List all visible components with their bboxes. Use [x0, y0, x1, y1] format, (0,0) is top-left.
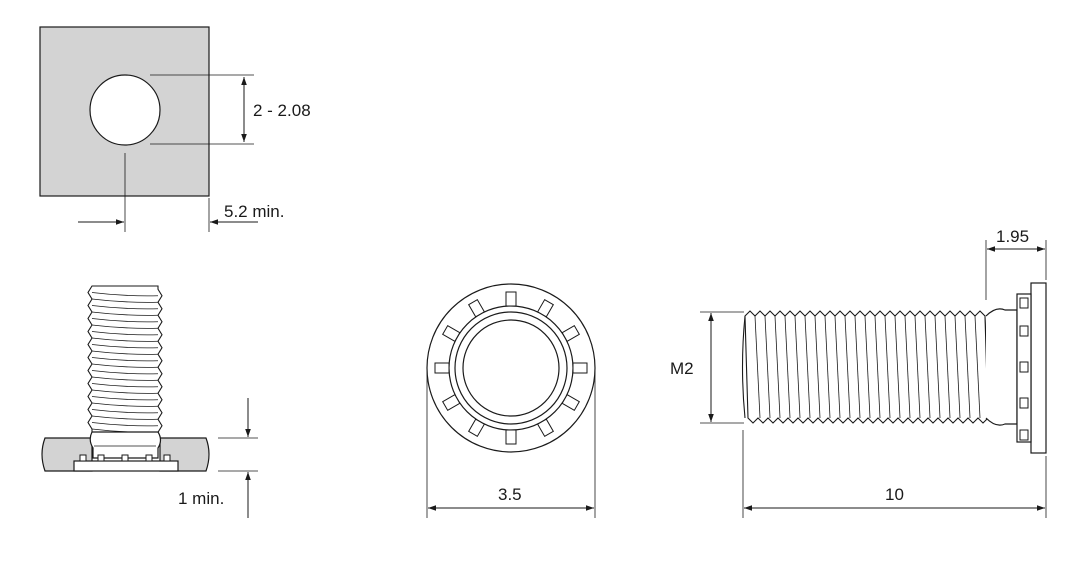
fastener-head — [73, 460, 179, 472]
panel-hole-view: 2 - 2.08 5.2 min. — [39, 26, 311, 232]
thread-size-label: M2 — [670, 359, 694, 378]
installed-side-view: 1 min. — [41, 285, 258, 518]
hole-diameter-label: 2 - 2.08 — [253, 101, 311, 120]
edge-distance-label: 5.2 min. — [224, 202, 284, 221]
head-diameter-label: 3.5 — [498, 485, 522, 504]
stud-threaded-shank — [741, 310, 991, 424]
bore-circle — [462, 319, 560, 417]
head-end-view: 3.5 — [426, 283, 596, 518]
mounting-hole — [89, 74, 161, 146]
stud-head-flange — [1030, 282, 1047, 454]
sheet-thickness-label: 1 min. — [178, 489, 224, 508]
head-height-label: 1.95 — [996, 227, 1029, 246]
stud-head-serrations — [1019, 297, 1029, 441]
head-serrations — [79, 454, 171, 462]
threaded-shank — [87, 285, 163, 435]
stud-side-view: M2 10 1.95 — [670, 227, 1047, 518]
stud-undercut — [985, 308, 1018, 426]
shank-undercut — [89, 431, 162, 459]
end-view-serrations — [434, 291, 588, 445]
length-label: 10 — [885, 485, 904, 504]
